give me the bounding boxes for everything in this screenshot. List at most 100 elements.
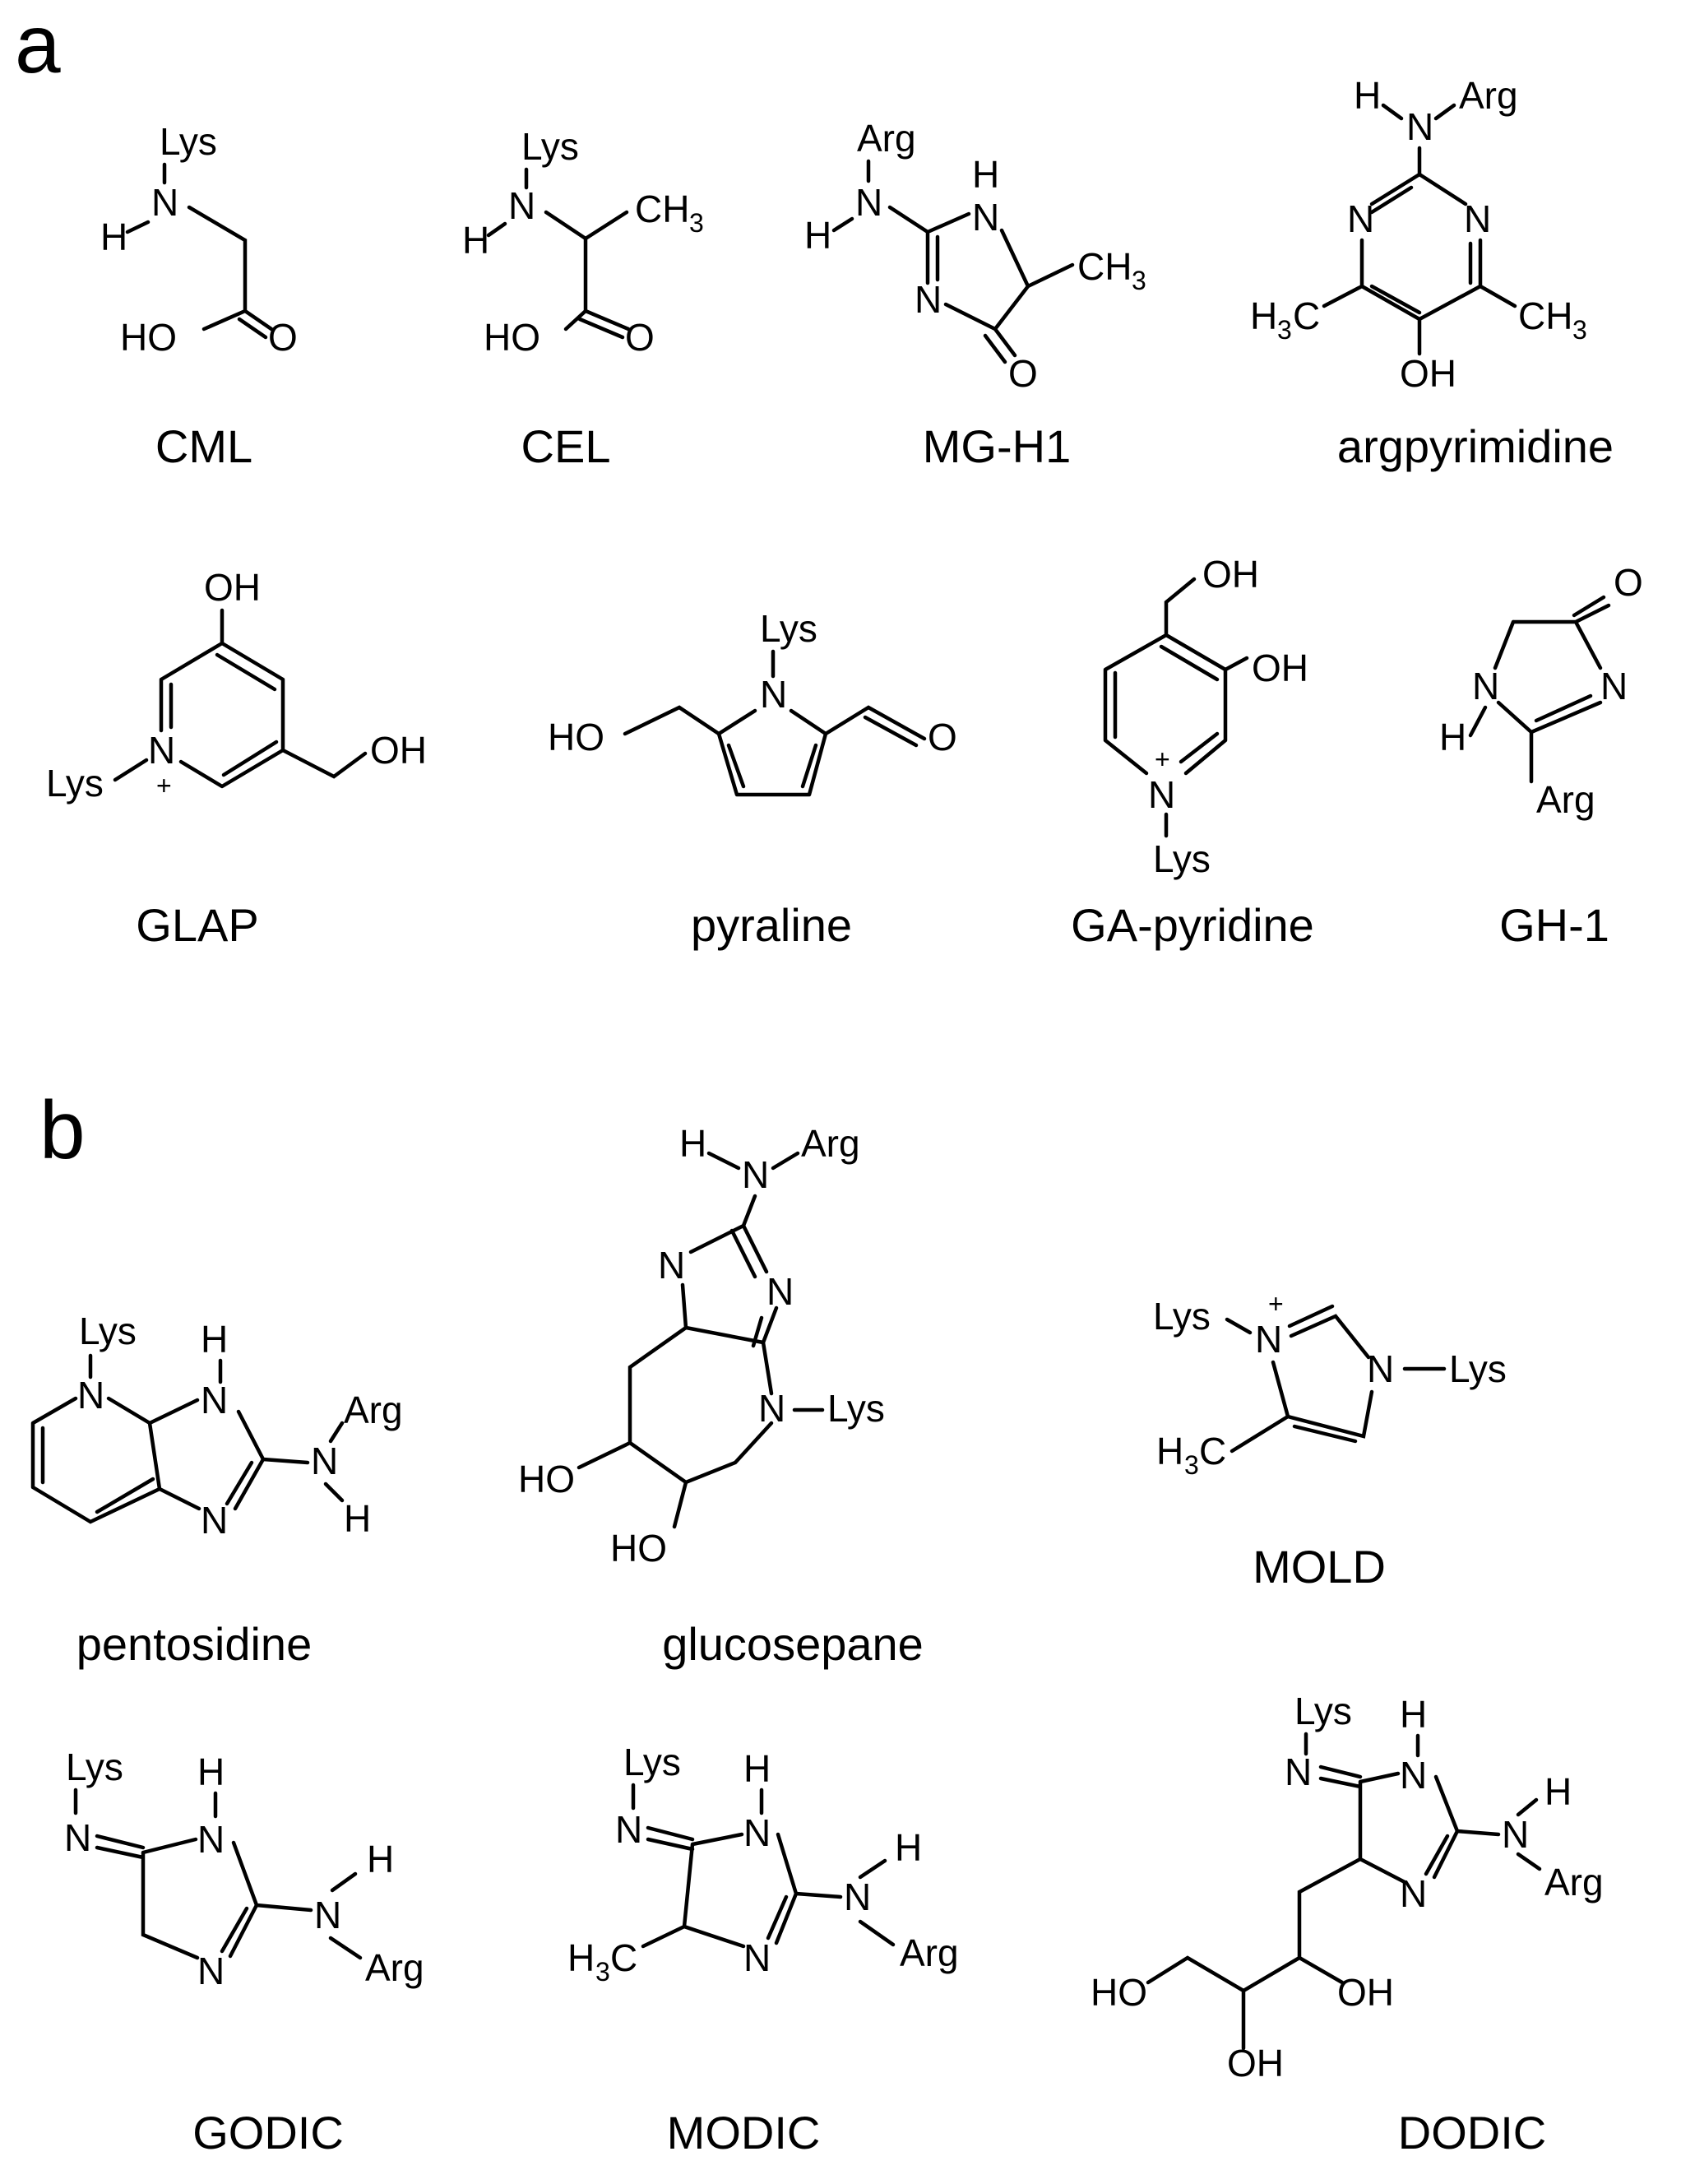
modic-label-n1: N — [615, 1808, 642, 1851]
argpyr-label-n2: N — [1464, 197, 1491, 240]
mold-label-n2: N — [1367, 1347, 1394, 1390]
cml-label-n: N — [151, 181, 178, 224]
mgh1-label-h-ring: H — [972, 153, 999, 196]
dodic-label-h2: H — [1544, 1770, 1572, 1813]
gh1-label-n1: N — [1472, 665, 1499, 707]
glucose-label-ho1: HO — [518, 1458, 575, 1500]
structure-gh-1: O N N H Arg GH-1 — [1439, 561, 1643, 951]
gapyr-label-plus: + — [1155, 744, 1170, 774]
argpyr-label-ch-3: 3 — [1572, 315, 1587, 345]
argpyr-label-n: N — [1406, 105, 1433, 148]
cel-name: CEL — [521, 420, 611, 472]
glucose-label-n2: N — [766, 1270, 794, 1313]
modic-label-n3: N — [743, 1936, 771, 1979]
pento-label-lys: Lys — [79, 1310, 137, 1352]
argpyr-label-h3c-h: H — [1250, 294, 1277, 337]
gapyr-label-oh2: OH — [1252, 647, 1308, 689]
glucose-label-n: N — [742, 1153, 769, 1196]
argpyr-label-h3c-c: C — [1293, 294, 1320, 337]
panel-label-b: b — [39, 1084, 86, 1176]
modic-label-h2: H — [895, 1826, 922, 1869]
pento-name: pentosidine — [76, 1618, 312, 1670]
modic-label-n2: N — [743, 1811, 771, 1854]
pyraline-label-n: N — [760, 673, 787, 716]
mgh1-label-arg: Arg — [857, 117, 916, 160]
gapyr-label-n: N — [1148, 773, 1175, 816]
dodic-label-n4: N — [1502, 1813, 1529, 1856]
gapyr-label-oh1: OH — [1202, 553, 1259, 596]
godic-label-arg: Arg — [365, 1946, 424, 1989]
cel-label-n: N — [508, 184, 535, 227]
structure-glucosepane: H N Arg N N N Lys HO HO glucosepane — [518, 1122, 924, 1670]
pyraline-label-lys: Lys — [760, 607, 817, 650]
cml-label-o: O — [268, 316, 298, 359]
glucose-name: glucosepane — [662, 1618, 924, 1670]
glap-label-oh2: OH — [370, 729, 427, 772]
mgh1-label-n-ring2: N — [915, 278, 942, 321]
structure-cel: Lys N H CH 3 HO O CEL — [462, 125, 704, 472]
pento-label-h2: H — [344, 1497, 371, 1540]
modic-label-h1: H — [743, 1747, 771, 1790]
godic-label-h1: H — [197, 1750, 225, 1793]
pyraline-label-o: O — [928, 716, 957, 758]
cml-label-ho: HO — [120, 316, 177, 359]
panel-label-a: a — [15, 0, 61, 90]
mold-label-plus: + — [1268, 1289, 1284, 1319]
structure-godic: Lys N H N N H N Arg GODIC — [64, 1746, 424, 2158]
glucose-label-n1: N — [658, 1244, 685, 1287]
argpyr-label-n1: N — [1347, 197, 1374, 240]
pyraline-name: pyraline — [691, 899, 852, 951]
godic-label-n2: N — [197, 1818, 225, 1861]
gh1-name: GH-1 — [1499, 899, 1609, 951]
pento-label-arg: Arg — [344, 1389, 403, 1431]
dodic-label-arg: Arg — [1544, 1861, 1604, 1903]
mold-label-n1: N — [1255, 1318, 1282, 1361]
pento-label-h: H — [201, 1318, 228, 1361]
mgh1-label-n-ring: N — [972, 196, 999, 239]
mgh1-label-n: N — [855, 181, 882, 224]
structure-pyraline: Lys N HO O pyraline — [548, 607, 957, 951]
godic-label-n4: N — [314, 1894, 341, 1936]
glucose-label-lys: Lys — [827, 1387, 885, 1430]
mgh1-name: MG-H1 — [923, 420, 1071, 472]
modic-label-h3c-3: 3 — [595, 1957, 610, 1987]
glucose-label-arg: Arg — [801, 1122, 860, 1165]
cel-label-o: O — [625, 316, 655, 359]
dodic-label-oh1: OH — [1337, 1971, 1394, 2014]
dodic-label-ho: HO — [1091, 1971, 1147, 2014]
cel-label-lys: Lys — [521, 125, 579, 168]
cel-label-h: H — [462, 219, 489, 262]
mold-label-h3c-c: C — [1199, 1430, 1226, 1472]
structure-modic: Lys N H N N H N Arg H 3 C MODIC — [567, 1741, 959, 2158]
mgh1-label-3: 3 — [1132, 266, 1146, 295]
godic-label-h2: H — [367, 1838, 394, 1880]
pento-label-n4: N — [311, 1440, 338, 1482]
modic-label-n4: N — [844, 1876, 871, 1918]
argpyr-label-oh: OH — [1400, 352, 1456, 395]
dodic-label-h1: H — [1400, 1693, 1427, 1736]
glap-label-lys: Lys — [46, 762, 104, 805]
modic-label-arg: Arg — [900, 1931, 959, 1974]
pyraline-label-ho: HO — [548, 716, 604, 758]
mold-label-h3c-3: 3 — [1184, 1450, 1199, 1480]
glap-label-oh: OH — [204, 566, 261, 609]
gh1-label-h: H — [1439, 716, 1466, 758]
cel-label-ho: HO — [484, 316, 540, 359]
godic-label-n3: N — [197, 1950, 225, 1992]
structure-argpyrimidine: H N Arg N N H 3 C CH 3 OH argpyrimidine — [1250, 74, 1614, 472]
structure-mold: Lys N + N Lys H 3 C MOLD — [1153, 1289, 1507, 1593]
modic-label-h3c-c: C — [610, 1936, 637, 1979]
mgh1-label-h: H — [804, 214, 831, 257]
mgh1-label-o: O — [1008, 352, 1038, 395]
dodic-label-oh2: OH — [1227, 2042, 1284, 2084]
dodic-name: DODIC — [1398, 2107, 1546, 2158]
modic-label-lys: Lys — [623, 1741, 681, 1783]
glap-name: GLAP — [136, 899, 258, 951]
dodic-label-n1: N — [1285, 1750, 1312, 1793]
glap-label-n: N — [148, 729, 175, 772]
gapyr-name: GA-pyridine — [1071, 899, 1314, 951]
pento-label-n2: N — [201, 1379, 228, 1421]
pento-label-n3: N — [201, 1499, 228, 1542]
mold-label-lys2: Lys — [1449, 1347, 1507, 1390]
pento-label-n: N — [77, 1374, 104, 1417]
